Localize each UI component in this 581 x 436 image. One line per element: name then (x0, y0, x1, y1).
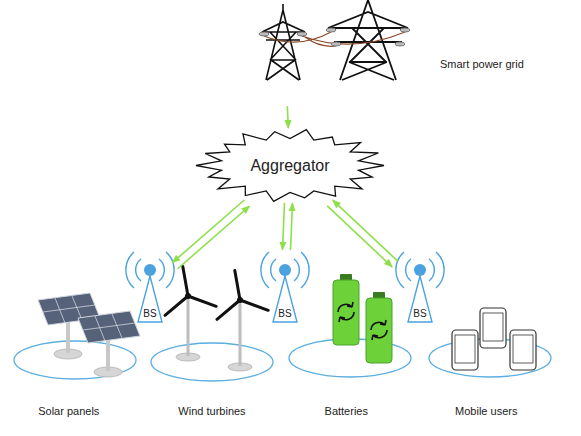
node-label: Smart power grid (440, 58, 524, 71)
phone-body (480, 308, 506, 348)
turbine-blades (217, 271, 268, 320)
node-label: Solar panels (38, 405, 99, 418)
turbine-base (228, 363, 252, 371)
aggregator-star: Aggregator (195, 128, 385, 203)
flow-arrow (283, 203, 285, 250)
panel-pole (66, 318, 70, 353)
batteries (333, 274, 392, 363)
node-label: BS (413, 308, 426, 320)
flow-arrow (178, 206, 250, 269)
insulator (395, 42, 405, 46)
turbine-hub (185, 293, 191, 299)
phone-body (452, 330, 478, 370)
solar-panels (38, 293, 140, 377)
antenna-mast (138, 276, 162, 322)
recycle-symbol (371, 320, 387, 340)
node-label: Mobile users (455, 405, 517, 418)
radio-waves (396, 252, 444, 288)
recycle-symbol (338, 302, 354, 322)
user-group: Mobile users (428, 338, 552, 378)
node-label: BS (143, 308, 156, 320)
ellipse-shape (150, 342, 274, 382)
node-label: Batteries (325, 405, 368, 418)
battery-cap (340, 274, 352, 281)
phone-screen (483, 313, 503, 341)
wind-turbines (165, 267, 268, 372)
phone-screen (513, 335, 533, 363)
radio-waves (261, 252, 309, 288)
phone-body (510, 330, 536, 370)
antenna-head (279, 264, 291, 276)
antenna-symbol (396, 252, 444, 322)
flow-arrow (327, 206, 392, 267)
battery-body (366, 298, 392, 363)
turbine-tower (187, 296, 190, 356)
energy-source: Wind turbines (150, 342, 274, 382)
insulator (297, 32, 307, 36)
base-station: BS (125, 250, 175, 325)
energy-storage: Batteries (288, 338, 412, 378)
turbine-hub (237, 297, 243, 303)
base-station: BS (260, 250, 310, 325)
panel-base (54, 349, 82, 359)
battery-cap (373, 292, 385, 299)
panel-base (94, 367, 122, 377)
phone-screen (455, 335, 475, 363)
starburst-outline (196, 130, 384, 202)
panel-grid (43, 296, 95, 323)
ellipse-shape (13, 340, 137, 380)
power-grid: Smart power grid (230, 0, 340, 106)
solar-panel (38, 293, 100, 325)
antenna-head (414, 264, 426, 276)
antenna-mast (408, 276, 432, 322)
energy-source: Solar panels (13, 340, 137, 380)
solar-panel (78, 311, 140, 343)
flow-arrow (172, 200, 244, 263)
node-label: Aggregator (250, 156, 329, 174)
flow-arrow (287, 106, 290, 128)
turbine-base (176, 353, 200, 361)
flow-arrow (333, 200, 398, 261)
ellipse-shape (428, 338, 552, 378)
battery-body (333, 280, 359, 345)
panel-pole (106, 338, 110, 371)
panel-grid (83, 314, 135, 341)
turbine-tower (239, 300, 242, 366)
insulator (259, 32, 269, 36)
mobile-phones (452, 308, 536, 370)
antenna-symbol (261, 252, 309, 322)
insulator (326, 28, 336, 32)
ground-ellipse (14, 341, 136, 379)
base-station: BS (395, 250, 445, 325)
antenna-head (144, 264, 156, 276)
pylon (328, 0, 408, 80)
power-towers (259, 0, 410, 80)
turbine-blades (165, 267, 216, 316)
radio-waves (126, 252, 174, 288)
antenna-symbol (126, 252, 174, 322)
insulator (400, 28, 410, 32)
antenna-mast (273, 276, 297, 322)
ground-ellipse (289, 339, 411, 377)
power-wire (264, 32, 405, 46)
node-label: Wind turbines (178, 405, 245, 418)
flow-arrow (291, 203, 293, 250)
insulator (331, 42, 341, 46)
ground-ellipse (151, 343, 273, 381)
ellipse-shape (288, 338, 412, 378)
pylon (262, 4, 305, 80)
ground-ellipse (429, 339, 551, 377)
node-label: BS (278, 308, 291, 320)
